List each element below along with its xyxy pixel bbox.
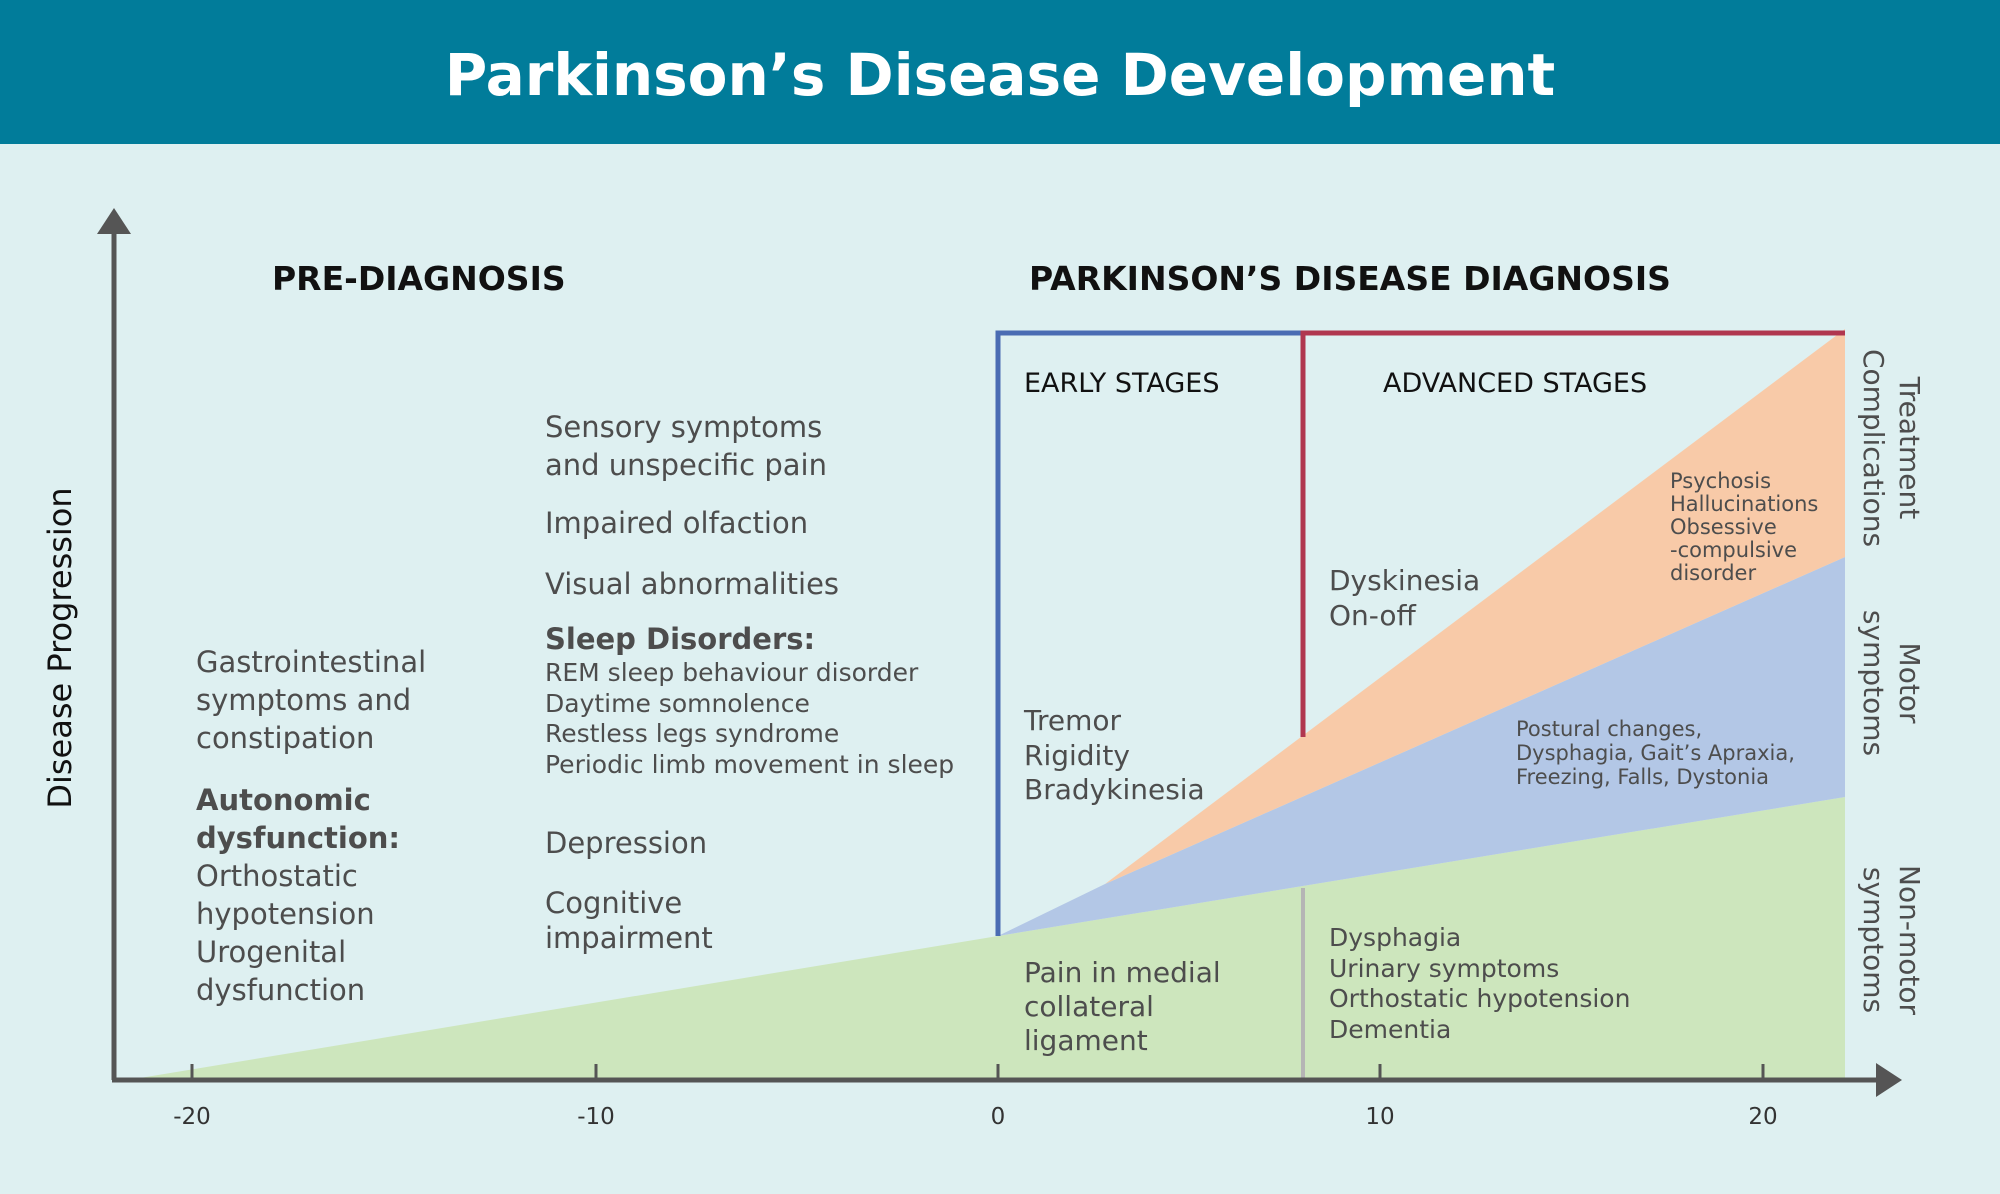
advanced-stages-label: ADVANCED STAGES [1383, 368, 1647, 399]
header-bar [0, 0, 2000, 144]
early-pain-line: Pain in medial [1024, 956, 1221, 989]
sleep-disorder-item: Restless legs syndrome [545, 719, 839, 748]
postural-line: Freezing, Falls, Dystonia [1516, 765, 1769, 789]
advanced-stages-text: Dyskinesia On-off Psychosis Hallucinatio… [1329, 469, 1818, 1044]
cognitive-impairment-line: Cognitive [545, 886, 682, 920]
x-axis-tick-labels: -20 -10 0 10 20 [173, 1104, 1777, 1130]
autonomic-heading: Autonomic [196, 783, 371, 817]
gi-symptoms-line: Gastrointestinal [196, 645, 426, 679]
motor-symptoms-label: Motor [1893, 643, 1926, 724]
x-axis-arrow [1876, 1063, 1902, 1097]
advanced-nonmotor-item: Dysphagia [1329, 923, 1461, 952]
y-axis-label: Disease Progression [41, 487, 79, 808]
autonomic-item: Orthostatic [196, 859, 358, 893]
nonmotor-symptoms-label: symptoms [1857, 867, 1890, 1013]
psychosis-line: disorder [1670, 561, 1756, 585]
nonmotor-symptoms-label: Non-motor [1893, 865, 1926, 1015]
autonomic-heading: dysfunction: [196, 821, 400, 855]
pre-col2-text: Sensory symptoms and unspecific pain Imp… [545, 410, 954, 955]
sensory-symptoms-line: and unspecific pain [545, 448, 827, 482]
x-tick-label: -10 [577, 1104, 615, 1130]
autonomic-item: dysfunction [196, 973, 365, 1007]
x-tick-label: -20 [173, 1104, 211, 1130]
dyskinesia-line: Dyskinesia [1329, 564, 1480, 597]
advanced-nonmotor-item: Orthostatic hypotension [1329, 984, 1630, 1013]
gi-symptoms-line: constipation [196, 721, 374, 755]
advanced-nonmotor-item: Dementia [1329, 1015, 1451, 1044]
pre-diagnosis-heading: PRE-DIAGNOSIS [272, 259, 566, 298]
psychosis-line: Hallucinations [1670, 492, 1818, 516]
cognitive-impairment-line: impairment [545, 921, 713, 955]
psychosis-line: Psychosis [1670, 469, 1771, 493]
motor-symptoms-area [998, 557, 1845, 936]
pre-col1-text: Gastrointestinal symptoms and constipati… [196, 645, 426, 1007]
psychosis-line: -compulsive [1670, 538, 1797, 562]
page-title: Parkinson’s Disease Development [445, 41, 1556, 109]
treatment-complications-label: Complications [1857, 349, 1890, 547]
autonomic-item: Urogenital [196, 935, 346, 969]
early-stages-text: Tremor Rigidity Bradykinesia Pain in med… [1023, 704, 1221, 1057]
treatment-complications-label: Treatment [1893, 376, 1926, 519]
x-tick-label: 20 [1748, 1104, 1777, 1130]
gi-symptoms-line: symptoms and [196, 683, 411, 717]
y-axis-arrow [97, 208, 131, 234]
early-stages-border [995, 330, 1303, 936]
x-axis-ticks [190, 1064, 1765, 1080]
depression: Depression [545, 826, 707, 860]
sensory-symptoms-line: Sensory symptoms [545, 410, 822, 444]
impaired-olfaction: Impaired olfaction [545, 506, 808, 540]
visual-abnormalities: Visual abnormalities [545, 567, 839, 601]
postural-line: Dysphagia, Gait’s Apraxia, [1516, 741, 1795, 765]
autonomic-item: hypotension [196, 897, 375, 931]
early-motor-symptom: Rigidity [1024, 739, 1130, 772]
dyskinesia-line: On-off [1329, 599, 1417, 632]
early-pain-line: ligament [1024, 1024, 1148, 1057]
early-pain-line: collateral [1024, 990, 1154, 1023]
side-labels: Treatment Complications Motor symptoms N… [1857, 349, 1926, 1016]
sleep-disorder-item: Periodic limb movement in sleep [545, 750, 954, 779]
psychosis-line: Obsessive [1670, 515, 1777, 539]
treatment-complications-area [1105, 329, 1845, 884]
diagnosis-heading: PARKINSON’S DISEASE DIAGNOSIS [1029, 259, 1671, 298]
early-stages-label: EARLY STAGES [1024, 368, 1219, 399]
sleep-disorders-heading: Sleep Disorders: [545, 622, 815, 656]
early-motor-symptom: Tremor [1023, 704, 1122, 737]
sleep-disorder-item: REM sleep behaviour disorder [545, 658, 919, 687]
motor-symptoms-label: symptoms [1857, 610, 1890, 756]
x-tick-label: 0 [991, 1104, 1006, 1130]
x-tick-label: 10 [1365, 1104, 1394, 1130]
advanced-stages-border [1300, 330, 1845, 737]
nonmotor-symptoms-area [140, 797, 1845, 1078]
advanced-nonmotor-item: Urinary symptoms [1329, 954, 1559, 983]
sleep-disorder-item: Daytime somnolence [545, 689, 810, 718]
early-motor-symptom: Bradykinesia [1024, 773, 1205, 806]
postural-line: Postural changes, [1516, 717, 1702, 741]
